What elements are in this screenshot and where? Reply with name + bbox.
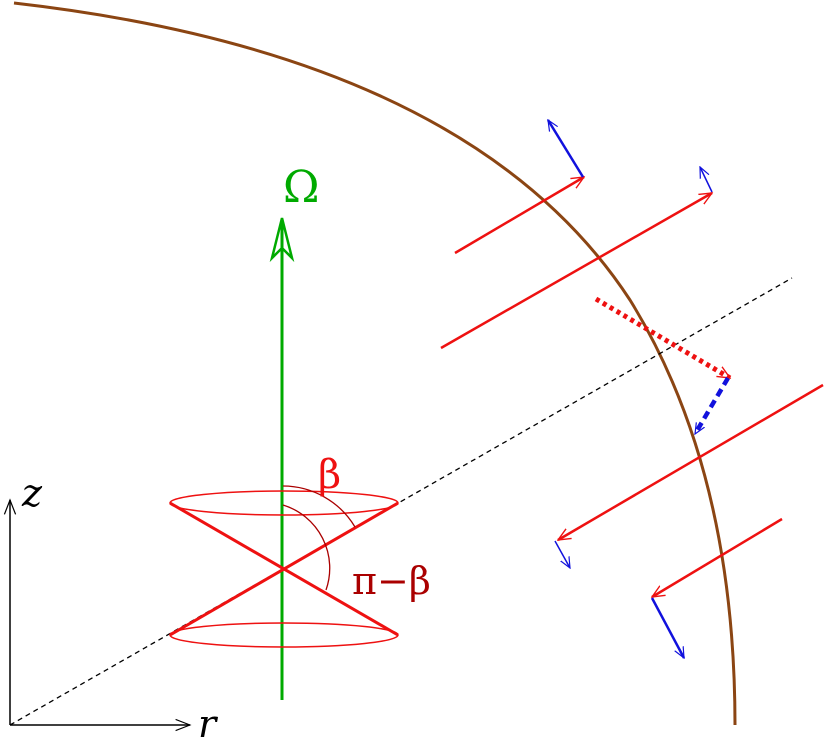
cone-top-ellipse (169, 490, 399, 516)
field-arrow-2 (440, 191, 712, 350)
cone-bottom-ellipse (169, 622, 399, 648)
field-arrow-dotted (594, 296, 730, 381)
coordinate-axes: z r (10, 471, 219, 739)
perpendicular-arrows (546, 120, 730, 658)
omega-label: Ω (283, 162, 319, 213)
pi-minus-beta-arc (282, 504, 331, 591)
boundary-arc (13, 1, 737, 726)
perp-arrow-2 (699, 167, 713, 193)
field-arrow-1 (454, 175, 584, 255)
beta-arc (282, 485, 356, 528)
field-arrows (440, 175, 824, 599)
perp-arrow-1 (546, 120, 585, 178)
cone-line-2 (169, 501, 399, 637)
perp-arrow-3 (554, 540, 570, 568)
r-axis-label: r (198, 702, 219, 739)
field-arrow-4 (652, 517, 783, 599)
dashed-equator-line (9, 277, 793, 726)
beta-label: β (318, 452, 341, 498)
perp-arrow-dashed (693, 376, 730, 434)
field-arrow-3 (558, 383, 824, 542)
perp-arrow-4 (650, 597, 686, 658)
double-cone (169, 490, 399, 648)
rotation-axis-arrowhead (269, 217, 295, 263)
angle-arcs (282, 485, 356, 591)
z-axis-label: z (21, 471, 43, 515)
pi-minus-beta-label: π−β (352, 559, 431, 603)
rotation-axis: Ω (269, 162, 319, 700)
